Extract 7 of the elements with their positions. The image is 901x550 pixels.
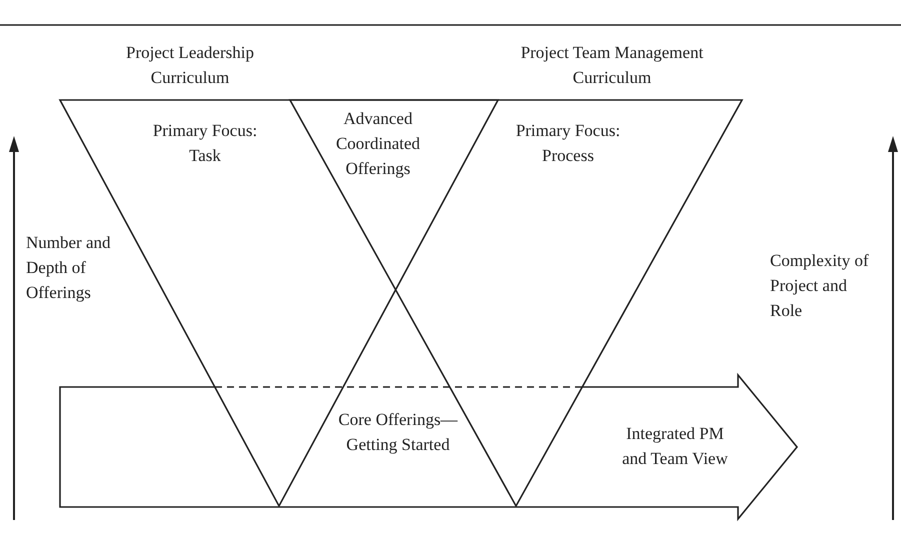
axis-label: Number and Depth of Offerings	[26, 232, 112, 304]
curriculum-heading: Project Team Management Curriculum	[520, 42, 704, 89]
overlap-text: Advanced Coordinated Offerings	[334, 108, 422, 180]
focus-text: Primary Focus: Task	[152, 120, 258, 167]
curriculum-heading: Project Leadership Curriculum	[125, 42, 255, 89]
axis-label: Complexity of Project and Role	[770, 250, 870, 322]
focus-text: Primary Focus: Process	[514, 120, 622, 167]
